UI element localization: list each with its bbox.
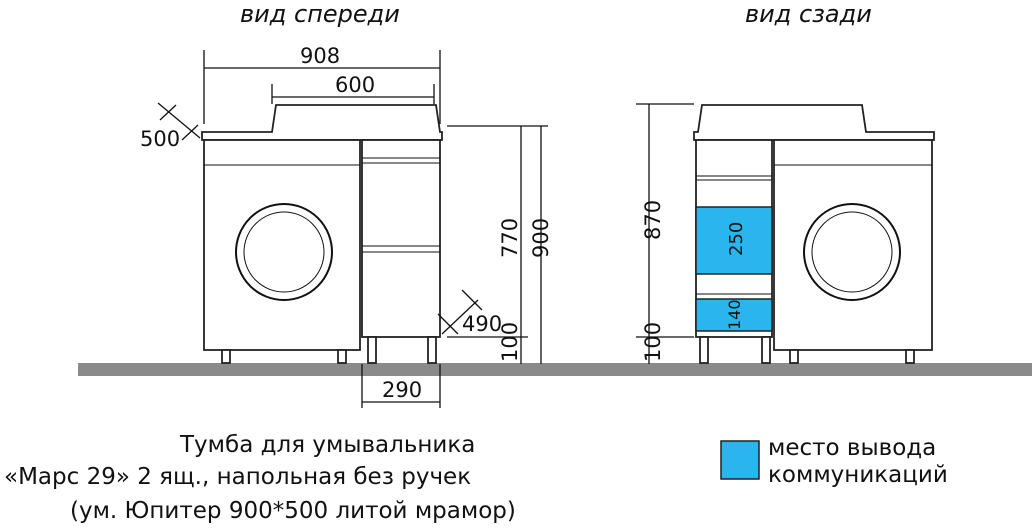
legend-line-2: коммуникаций: [768, 462, 948, 488]
caption-line-3: (ум. Юпитер 900*500 литой мрамор): [70, 498, 516, 524]
back-dimensions: 870 100: [636, 103, 694, 364]
communication-zone-upper: [695, 206, 773, 275]
front-washer-door-outer: [235, 203, 333, 301]
dim-500: 500: [140, 127, 180, 151]
caption-line-1: Тумба для умывальника: [179, 432, 475, 458]
back-leg: [761, 336, 771, 364]
back-leg: [699, 336, 709, 364]
front-leg: [337, 349, 347, 364]
caption-line-2: «Марс 29» 2 ящ., напольная без ручек: [4, 464, 471, 490]
back-washer-housing: [773, 139, 933, 351]
back-leg: [789, 349, 799, 364]
front-view: [201, 104, 443, 364]
dim-770: 770: [498, 218, 522, 258]
dim-490: 490: [462, 312, 502, 336]
front-leg: [221, 349, 231, 364]
zone-140: 140: [725, 299, 744, 330]
dim-900: 900: [529, 218, 553, 258]
front-view-title: вид спереди: [240, 0, 400, 28]
front-countertop: [201, 104, 443, 141]
back-washer-door-outer: [803, 203, 901, 301]
back-view: 250 140: [693, 104, 935, 364]
dim-870: 870: [641, 200, 665, 240]
front-leg: [427, 336, 437, 364]
legend-swatch: [720, 440, 760, 480]
front-washer-housing: [203, 139, 361, 351]
dim-600: 600: [335, 73, 375, 97]
front-dimensions: 908 600 500 770 900 100 490 290: [140, 44, 553, 408]
back-washer-door-inner: [811, 211, 893, 293]
front-drawer-cabinet: [361, 139, 441, 338]
back-view-title: вид сзади: [745, 0, 872, 28]
floor-line: [78, 363, 1032, 376]
communication-zone-lower: [695, 298, 773, 332]
dim-908: 908: [300, 44, 340, 68]
dim-290: 290: [382, 378, 422, 402]
dim-100-back: 100: [641, 322, 665, 362]
front-leg: [367, 336, 377, 364]
legend-line-1: место вывода: [768, 435, 936, 461]
back-countertop: [693, 104, 935, 141]
front-washer-door-inner: [243, 211, 325, 293]
zone-250: 250: [726, 222, 747, 256]
back-leg: [905, 349, 915, 364]
dim-100-front: 100: [498, 322, 522, 362]
